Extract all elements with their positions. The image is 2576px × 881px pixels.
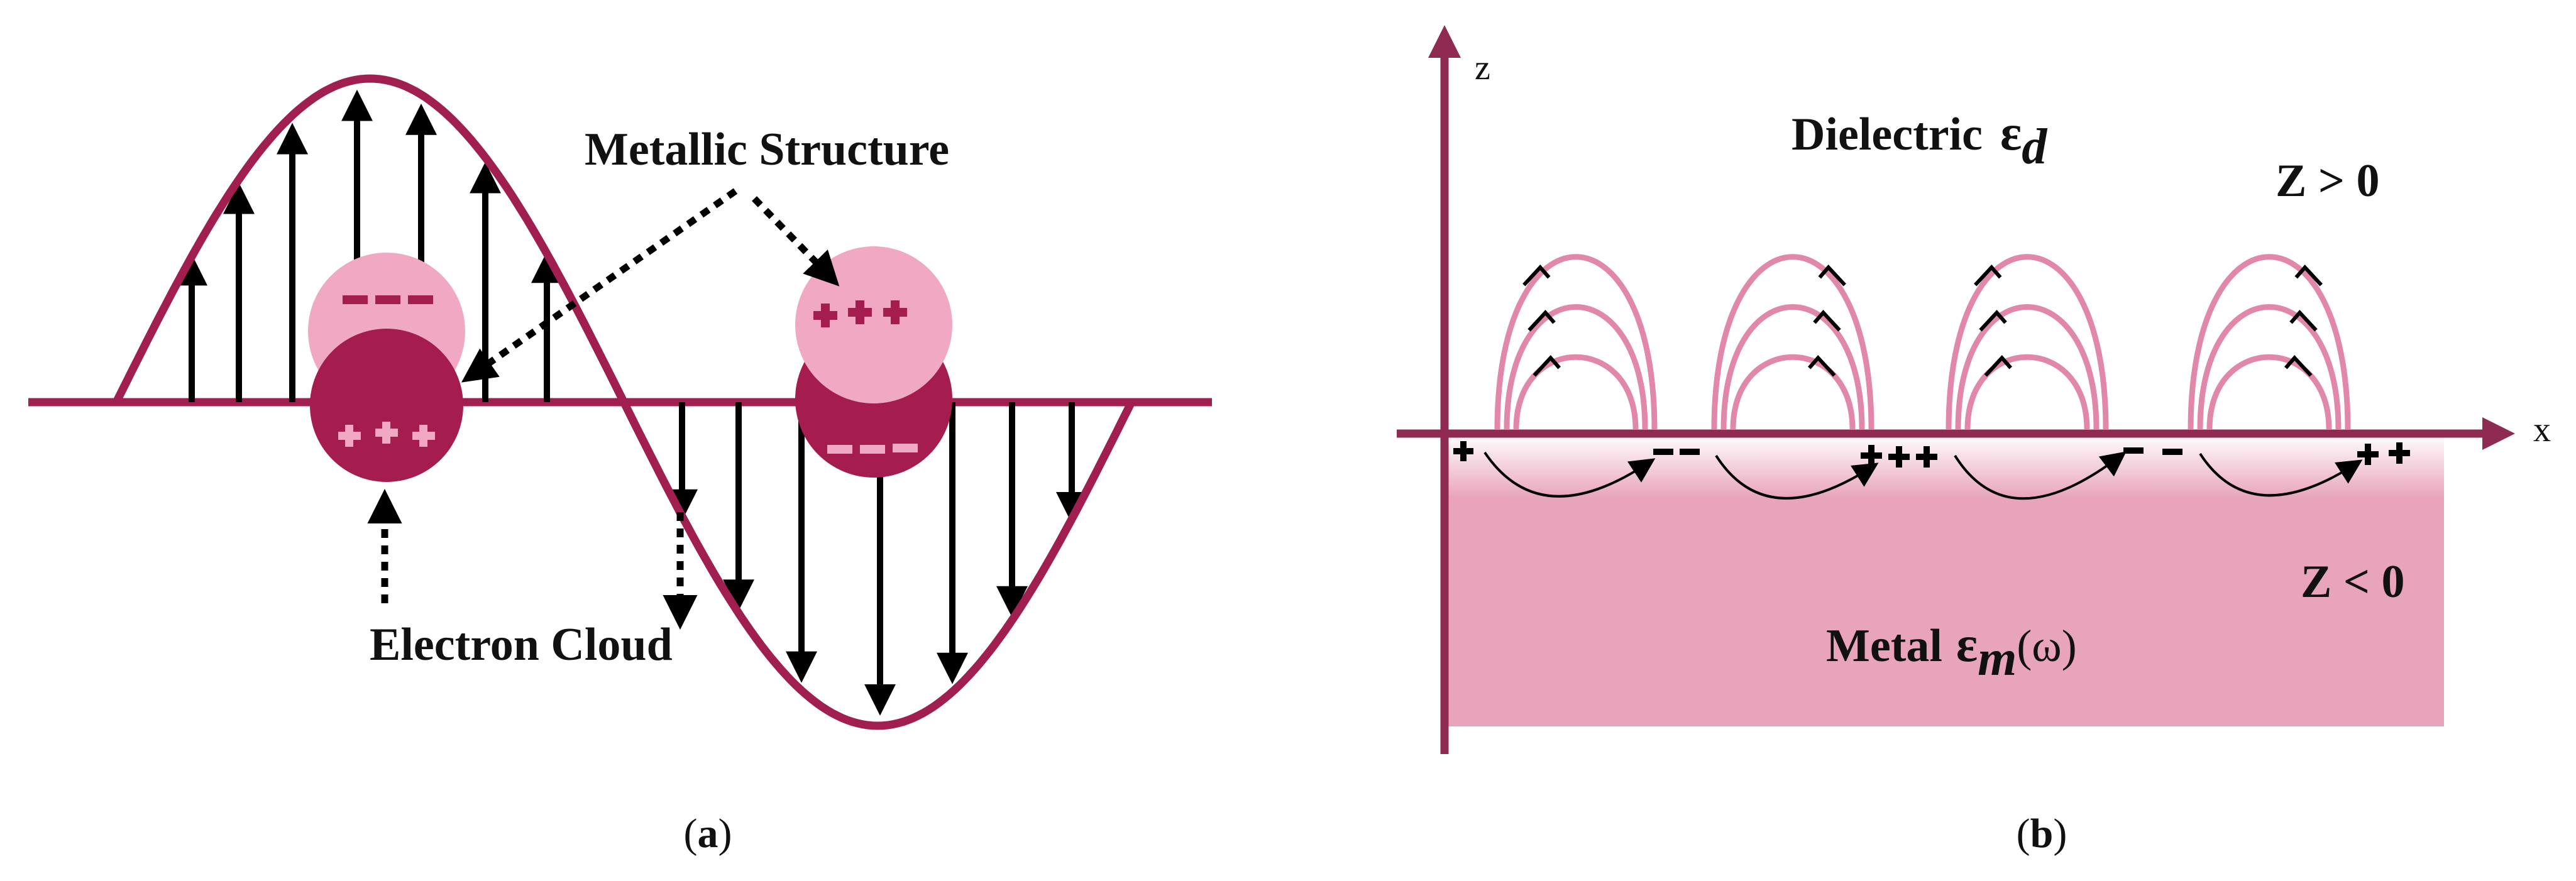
field-direction-mark [2294,265,2323,287]
field-line [1494,254,1658,430]
field-line [1711,254,1874,430]
field-direction-mark [1984,355,2013,377]
left-particle [308,253,465,482]
right-particle [795,246,952,478]
field-direction-mark [1818,265,1846,287]
z-positive-label: Z > 0 [2276,155,2380,207]
field-direction-mark [1813,310,1841,332]
plus-charge [1861,445,1937,468]
field-direction-mark [1979,310,2007,332]
x-axis-label: x [2533,410,2551,449]
metal-sphere-left [310,329,463,482]
minus-charge [2123,447,2182,455]
field-direction-mark [1527,310,1556,332]
field-line [1504,304,1648,430]
electric-field-wave [113,74,1135,730]
field-direction-mark [1533,355,1561,377]
field-line [1955,304,2100,430]
electron-cloud-right [795,246,952,403]
metallic-pointers [461,188,840,383]
field-direction-mark [1807,355,1836,377]
plus-charge [2357,442,2410,465]
plus-signs-right [813,300,907,327]
metallic-structure-label: Metallic Structure [585,124,949,175]
field-line [1513,354,1639,430]
field-line [1730,354,1856,430]
field-loop-group [2188,254,2351,430]
field-line [1946,254,2109,430]
caption-a-letter: a [698,811,718,856]
minus-signs-right [827,444,918,454]
metal-region [1445,434,2444,726]
field-direction-mark [1974,265,2002,287]
surface-charges [1453,441,2410,468]
field-line [2197,304,2342,430]
electron-cloud-label: Electron Cloud [370,619,673,670]
charge-oscillation-arrows [1483,451,2363,500]
minus-charge [1653,449,1700,455]
electron-pointers [367,489,698,630]
field-line [1964,354,2090,430]
caption-a: (a) [684,811,732,856]
panel-a: Metallic Structure Electron Cloud (a) [28,74,1212,856]
field-line [2206,354,2332,430]
minus-signs-left [343,295,433,304]
field-direction-mark [1522,265,1551,287]
field-loop-group [1494,254,1658,430]
field-direction-mark [2289,310,2318,332]
field-line-loops [1494,254,2351,430]
caption-b: (b) [2017,811,2067,856]
field-loop-group [1711,254,1874,430]
plus-signs-left [338,422,435,447]
field-loop-group [1946,254,2109,430]
z-negative-label: Z < 0 [2301,556,2405,608]
caption-b-letter: b [2030,811,2054,856]
field-direction-mark [2284,355,2313,377]
field-line [2188,254,2351,430]
plus-charge [1453,441,1473,461]
field-line [1720,304,1865,430]
z-axis-label: z [1475,48,1490,87]
